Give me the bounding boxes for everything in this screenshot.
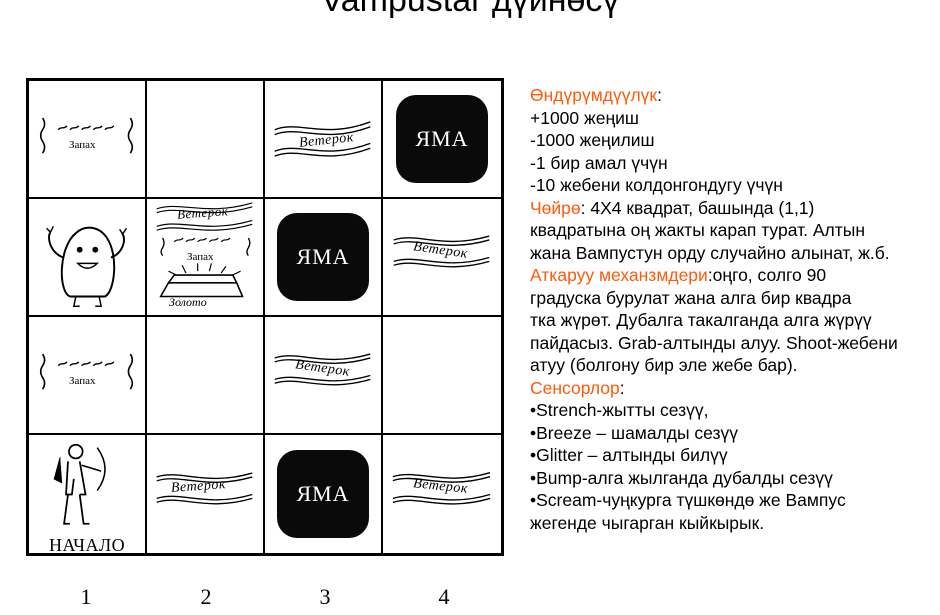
breeze-icon (274, 353, 371, 386)
description-panel: Өндүрүмдүүлүк: +1000 жеңиш -1000 жеңилиш… (530, 84, 940, 534)
sensor-line: •Glitter – алтынды билүү (530, 445, 728, 465)
column-number-2: 2 (200, 584, 212, 609)
sensors-heading: Сенсорлор (530, 377, 620, 398)
environment-heading: Чөйрө (530, 197, 581, 218)
stench-icon (39, 117, 134, 154)
actuators-line: пайдасыз. Grab-алтынды алуу. Shoot-жебен… (530, 332, 898, 353)
cell-2-1: Ветерок (147, 435, 265, 553)
breeze-icon (392, 472, 491, 505)
performance-line: -1000 жеңилиш (530, 130, 655, 150)
performance-line: -1 бир амал үчүн (530, 152, 668, 173)
sensors-colon: : (619, 377, 625, 398)
stench-icon (39, 353, 134, 390)
start-label: НАЧАЛО (49, 535, 126, 555)
actuators-line: тка жүрөт. Дубалга такалганда алга жүрүү (530, 310, 872, 330)
breeze-icon (393, 235, 490, 268)
sensor-line: жегенде чыгарган кыйкырык. (530, 512, 765, 533)
pit: ЯМА (277, 213, 369, 301)
actuators-heading: Аткаруу механзмдери (530, 265, 708, 285)
cell-4-4: ЯМА (383, 81, 501, 199)
sensors-heading-line: Сенсорлор: (530, 377, 940, 400)
column-number-3: 3 (319, 584, 331, 609)
cell-3-1: ЯМА (265, 435, 383, 553)
environment-line: жана Вампустун орду случайно алынат, ж.б… (530, 242, 890, 263)
performance-line: -10 жебени колдонгондугу үчүн (530, 175, 783, 195)
cell-1-4: Запах (29, 81, 147, 199)
sensor-line: •Strench-жытты сезүү, (530, 400, 709, 420)
environment-line: квадратына оң жакты карап турат. Алтын (530, 220, 866, 240)
page-title: Vampustar дүйнөсү (320, 0, 620, 19)
cell-2-3: Ветерок Запах Золото (147, 199, 265, 317)
cell-2-4 (147, 81, 265, 199)
cell-4-3: Ветерок (383, 199, 501, 317)
cell-2-2 (147, 317, 265, 435)
cell-3-4: Ветерок (265, 81, 383, 199)
cell-3-3: ЯМА (265, 199, 383, 317)
stench-breeze-gold-icon (156, 202, 253, 298)
wumpus-monster-icon (46, 225, 128, 307)
column-number-1: 1 (80, 584, 92, 609)
cell-4-2 (383, 317, 501, 435)
pit: ЯМА (277, 450, 369, 538)
stench-label: Запах (187, 251, 214, 263)
environment-heading-line: Чөйрө: 4Х4 квадрат, башында (1,1) (530, 197, 940, 220)
performance-heading-line: Өндүрүмдүүлүк: (530, 85, 662, 105)
cell-1-2: Запах (29, 317, 147, 435)
breeze-icon (156, 472, 253, 505)
pit: ЯМА (396, 95, 488, 183)
actuators-heading-line: Аткаруу механзмдери:оңго, солго 90 (530, 264, 940, 287)
performance-line: +1000 жеңиш (530, 107, 639, 128)
cell-4-1: Ветерок (383, 435, 501, 553)
gold-label: Золото (169, 295, 207, 309)
actuators-line: атуу (болгону бир эле жебе бар). (530, 355, 798, 375)
actuators-line: градуска бурулат жана алга бир квадра (530, 287, 852, 308)
stench-label: Запах (69, 375, 96, 387)
stench-label: Запах (69, 139, 96, 151)
column-number-4: 4 (438, 584, 450, 609)
performance-heading: Өндүрүмдүүлүк (530, 85, 658, 105)
cell-3-2: Ветерок (265, 317, 383, 435)
wumpus-grid: Запах Ветерок ЯМА Ветерок Запах Зол (26, 78, 504, 556)
cell-1-3 (29, 199, 147, 317)
environment-text: : 4Х4 квадрат, башында (1,1) (580, 197, 815, 218)
sensor-line: •Scream-чуңкурга түшкөндө же Вампус (530, 490, 846, 510)
agent-archer-icon (53, 443, 106, 525)
breeze-icon (274, 121, 371, 157)
actuators-text: :оңго, солго 90 (707, 265, 827, 285)
cell-1-1: НАЧАЛО (29, 435, 147, 555)
sensor-line: •Breeze – шамалды сезүү (530, 422, 739, 443)
sensor-line: •Bump-алга жылганда дубалды сезүү (530, 467, 833, 488)
